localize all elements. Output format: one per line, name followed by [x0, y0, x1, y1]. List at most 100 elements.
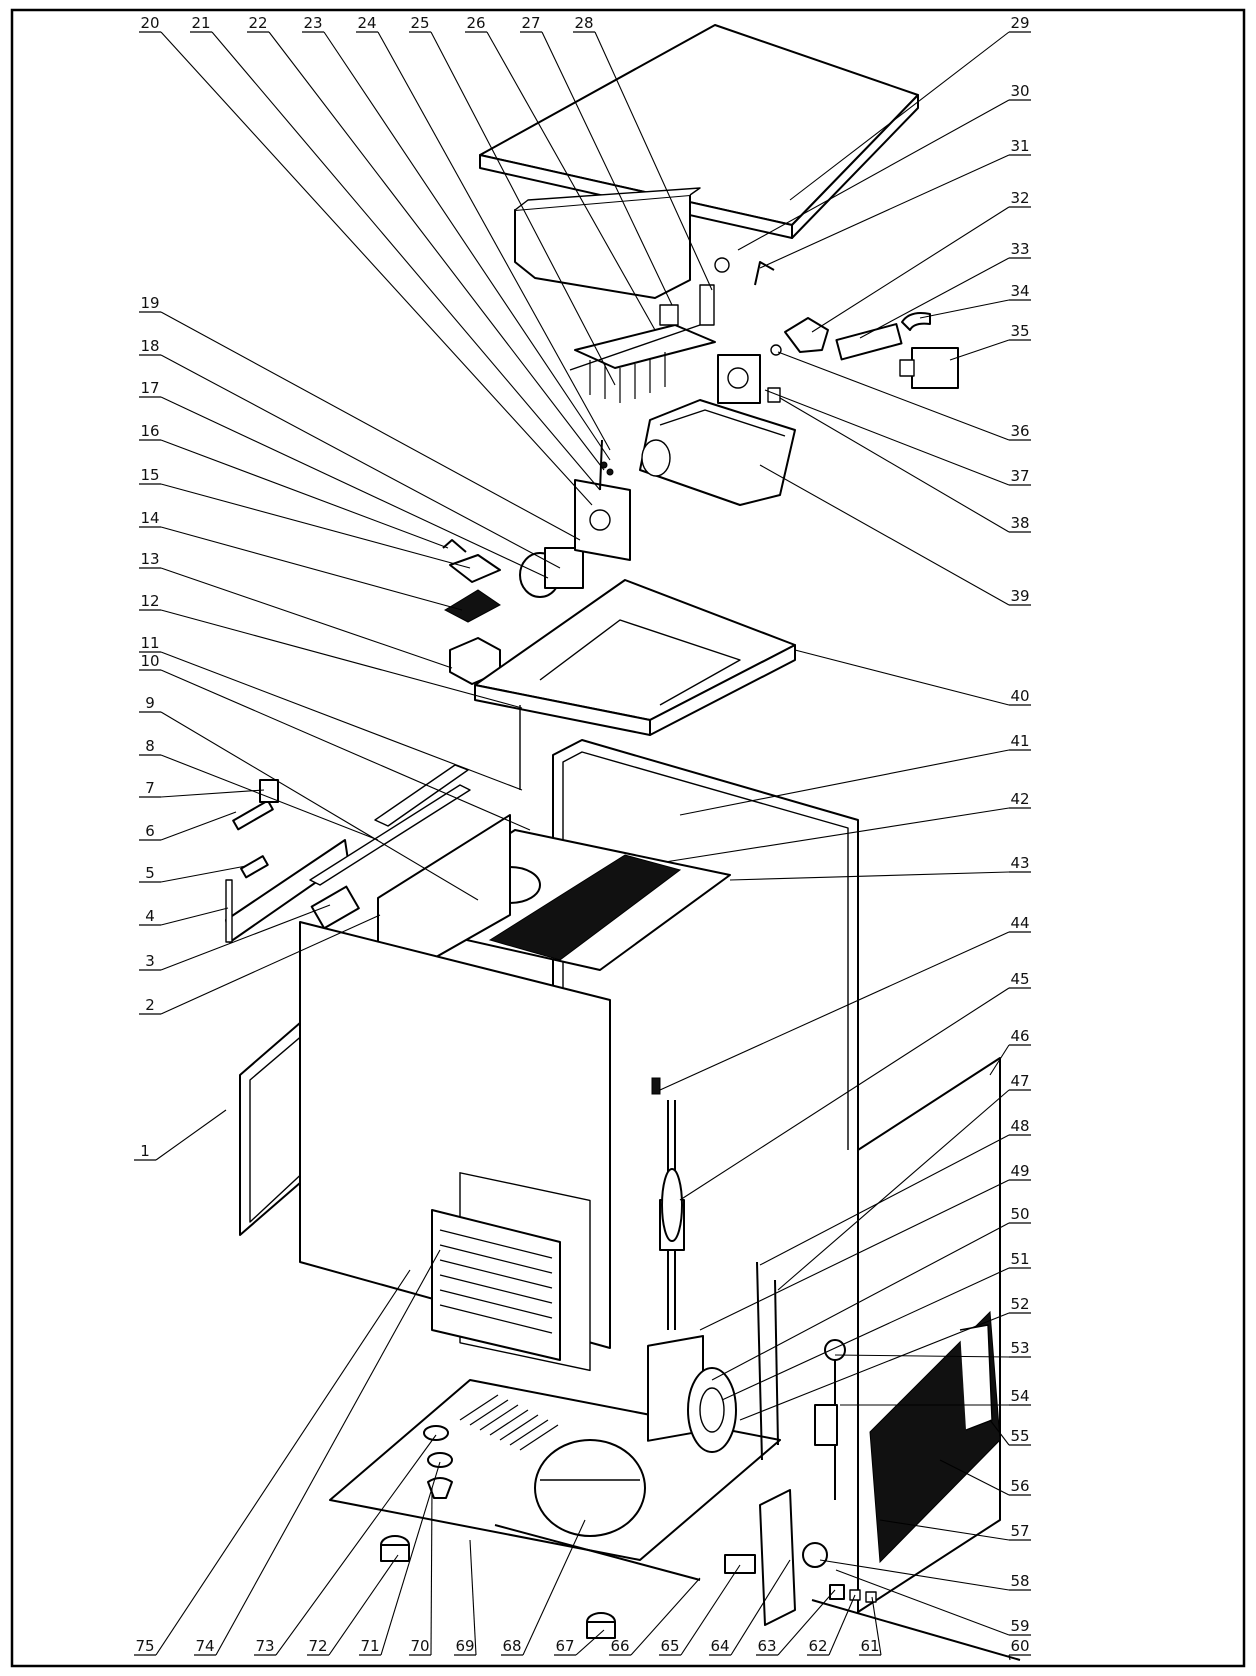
callout-leader: [659, 931, 1010, 1091]
callout-40: 40: [794, 649, 1031, 706]
callout-label: 61: [860, 1637, 879, 1655]
callout-label: 35: [1010, 322, 1029, 340]
callout-label: 32: [1010, 189, 1029, 207]
callout-label: 47: [1010, 1072, 1029, 1090]
callout-leader: [160, 354, 561, 569]
callout-21: 21: [190, 14, 601, 491]
callout-label: 24: [357, 14, 376, 32]
callout-leader: [160, 31, 593, 506]
callout-label: 38: [1010, 514, 1029, 532]
callout-leader: [664, 807, 1010, 863]
callout-label: 31: [1010, 137, 1029, 155]
callout-label: 23: [303, 14, 322, 32]
callout-leader: [160, 651, 523, 791]
callout-8: 8: [139, 737, 379, 841]
callout-42: 42: [664, 790, 1031, 863]
callout-label: 7: [145, 779, 155, 797]
callout-leader: [777, 1589, 836, 1656]
callout-leader: [919, 299, 1010, 319]
callout-label: 15: [140, 466, 159, 484]
callout-label: 63: [757, 1637, 776, 1655]
callout-label: 48: [1010, 1117, 1029, 1135]
callout-48: 48: [759, 1117, 1031, 1266]
part-water-tray: [639, 399, 796, 506]
callout-label: 42: [1010, 790, 1029, 808]
callout-37: 37: [764, 389, 1031, 486]
callout-label: 44: [1010, 914, 1029, 932]
callout-54: 54: [840, 1387, 1031, 1406]
part-latch: [651, 1077, 661, 1095]
callout-label: 64: [710, 1637, 729, 1655]
callout-58: 58: [819, 1559, 1031, 1591]
callout-label: 74: [195, 1637, 214, 1655]
callout-leader: [779, 397, 1010, 533]
part-ice-mold-housing: [514, 187, 701, 299]
callout-39: 39: [759, 464, 1031, 606]
callout-59: 59: [835, 1569, 1031, 1636]
part-back-panel: [552, 739, 859, 1150]
callout-34: 34: [919, 282, 1031, 319]
callout-leader: [155, 1269, 411, 1656]
callout-leader: [789, 31, 1010, 201]
callout-leader: [721, 1267, 1010, 1401]
callout-label: 18: [140, 337, 159, 355]
callout-15: 15: [139, 466, 471, 569]
part-air-grille: [431, 1209, 561, 1361]
callout-leader: [275, 1434, 437, 1656]
callout-label: 13: [140, 550, 159, 568]
callout-label: 16: [140, 422, 159, 440]
callout-leader: [1008, 1654, 1011, 1661]
callout-label: 30: [1010, 82, 1029, 100]
callout-leader: [575, 1629, 605, 1656]
part-o-ring: [770, 344, 782, 356]
callout-leader: [160, 669, 531, 831]
callout-50: 50: [711, 1205, 1031, 1381]
callout-53: 53: [834, 1339, 1031, 1358]
callout-leader: [160, 396, 549, 579]
callout-3: 3: [139, 904, 331, 971]
part-fan-motor-group: [519, 439, 631, 598]
callout-label: 65: [660, 1637, 679, 1655]
part-control-box-group: [442, 539, 501, 685]
callout-label: 52: [1010, 1295, 1029, 1313]
callout-9: 9: [139, 694, 479, 901]
callout-17: 17: [139, 379, 549, 579]
part-condenser: [814, 1310, 1001, 1564]
callout-43: 43: [729, 854, 1031, 881]
callout-45: 45: [679, 970, 1031, 1201]
callout-5: 5: [139, 864, 247, 883]
callout-leader: [949, 339, 1010, 361]
callout-46: 46: [989, 1027, 1031, 1076]
callout-leader: [160, 567, 453, 669]
callout-leader: [160, 311, 581, 541]
callout-label: 73: [255, 1637, 274, 1655]
callout-label: 11: [140, 634, 159, 652]
callout-2: 2: [139, 914, 381, 1015]
callout-label: 41: [1010, 732, 1029, 750]
callout-label: 53: [1010, 1339, 1029, 1357]
callout-7: 7: [139, 779, 265, 798]
callout-74: 74: [194, 1249, 441, 1656]
callout-leader: [160, 754, 379, 841]
callout-leader: [160, 914, 381, 1015]
part-pipe-b: [774, 1279, 779, 1446]
callout-62: 62: [807, 1594, 856, 1656]
callout-70: 70: [409, 1487, 433, 1656]
callout-label: 68: [502, 1637, 521, 1655]
parts-group: [225, 24, 1021, 1661]
callout-label: 49: [1010, 1162, 1029, 1180]
callout-leader: [680, 1564, 741, 1656]
callout-22: 22: [247, 14, 605, 471]
callout-23: 23: [302, 14, 611, 461]
callout-label: 57: [1010, 1522, 1029, 1540]
callout-label: 1: [140, 1142, 150, 1160]
callout-label: 29: [1010, 14, 1029, 32]
callout-leader: [160, 865, 247, 883]
callout-label: 66: [610, 1637, 629, 1655]
callout-leader: [777, 1089, 1010, 1291]
callout-leader: [469, 1539, 477, 1656]
callout-label: 2: [145, 996, 155, 1014]
callout-52: 52: [739, 1295, 1031, 1421]
